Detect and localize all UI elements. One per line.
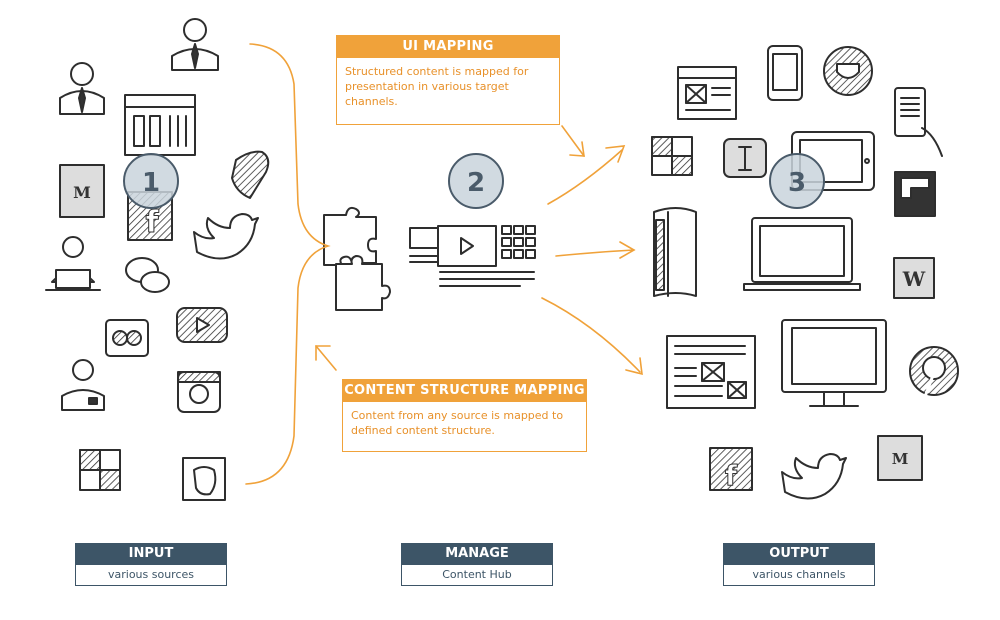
stage-subtitle: Content Hub bbox=[401, 565, 553, 586]
twitter-icon bbox=[781, 453, 847, 500]
svg-text:M: M bbox=[73, 183, 91, 202]
person-icon bbox=[61, 359, 105, 411]
step-circle: 3 bbox=[769, 153, 825, 209]
person-icon bbox=[171, 18, 219, 71]
monitor-icon bbox=[781, 319, 887, 407]
evernote-icon bbox=[182, 457, 226, 501]
stage-title: OUTPUT bbox=[723, 543, 875, 565]
content-mapping-title: CONTENT STRUCTURE MAPPING bbox=[343, 380, 586, 402]
input-brace bbox=[245, 43, 331, 485]
m-social-icon: M bbox=[877, 435, 923, 481]
laptop-icon bbox=[743, 217, 861, 291]
youtube-icon bbox=[176, 307, 228, 343]
m-social-icon: M bbox=[59, 164, 105, 218]
newspaper-icon bbox=[666, 335, 756, 409]
manage-stage-label: MANAGE Content Hub bbox=[401, 543, 553, 586]
stage-subtitle: various sources bbox=[75, 565, 227, 586]
stage-title: INPUT bbox=[75, 543, 227, 565]
flickr-icon bbox=[105, 319, 149, 357]
puzzle-icon bbox=[323, 206, 391, 311]
stage-subtitle: various channels bbox=[723, 565, 875, 586]
svg-text:f: f bbox=[145, 205, 159, 240]
ui-mapping-title: UI MAPPING bbox=[337, 36, 559, 58]
ereader-icon bbox=[894, 87, 943, 157]
svg-text:W: W bbox=[902, 267, 926, 291]
book-icon bbox=[653, 207, 697, 297]
flow-arrow bbox=[541, 297, 643, 376]
person-icon bbox=[59, 62, 105, 115]
foursquare-icon bbox=[79, 449, 121, 491]
content-mapping-body: Content from any source is mapped to def… bbox=[351, 409, 564, 437]
flipboard-icon bbox=[894, 171, 936, 217]
typo3-icon bbox=[231, 150, 270, 199]
content-mapping-callout: CONTENT STRUCTURE MAPPING Content from a… bbox=[342, 379, 587, 452]
wordpress-icon: W bbox=[893, 257, 935, 299]
instagram-icon bbox=[177, 371, 221, 413]
ui-mapping-body: Structured content is mapped for present… bbox=[345, 65, 529, 108]
svg-text:f: f bbox=[725, 459, 738, 492]
flow-arrow bbox=[547, 145, 626, 205]
output-stage-label: OUTPUT various channels bbox=[723, 543, 875, 586]
step-number: 1 bbox=[142, 168, 160, 198]
flow-arrow bbox=[555, 241, 636, 259]
step-circle: 1 bbox=[123, 153, 179, 209]
pocket-icon bbox=[823, 46, 873, 96]
input-stage-label: INPUT various sources bbox=[75, 543, 227, 586]
twitter-icon bbox=[193, 213, 259, 260]
facebook-icon: f bbox=[709, 447, 753, 493]
step-circle: 2 bbox=[448, 153, 504, 209]
chat-bubbles-icon bbox=[125, 257, 170, 293]
stage-title: MANAGE bbox=[401, 543, 553, 565]
svg-text:M: M bbox=[892, 450, 909, 468]
text-edit-icon bbox=[723, 138, 767, 178]
step-number: 3 bbox=[788, 168, 806, 198]
content-hub-icon bbox=[409, 225, 536, 287]
arrow-content-mapping bbox=[315, 345, 337, 371]
step-number: 2 bbox=[467, 168, 485, 198]
browser-window-icon bbox=[124, 94, 196, 156]
foursquare-icon bbox=[651, 136, 693, 176]
person-laptop-icon bbox=[45, 236, 101, 291]
ui-mapping-callout: UI MAPPING Structured content is mapped … bbox=[336, 35, 560, 125]
arrow-ui-mapping bbox=[561, 125, 585, 157]
website-icon bbox=[677, 66, 737, 120]
smartphone-icon bbox=[767, 45, 803, 101]
pinterest-icon bbox=[909, 346, 959, 396]
